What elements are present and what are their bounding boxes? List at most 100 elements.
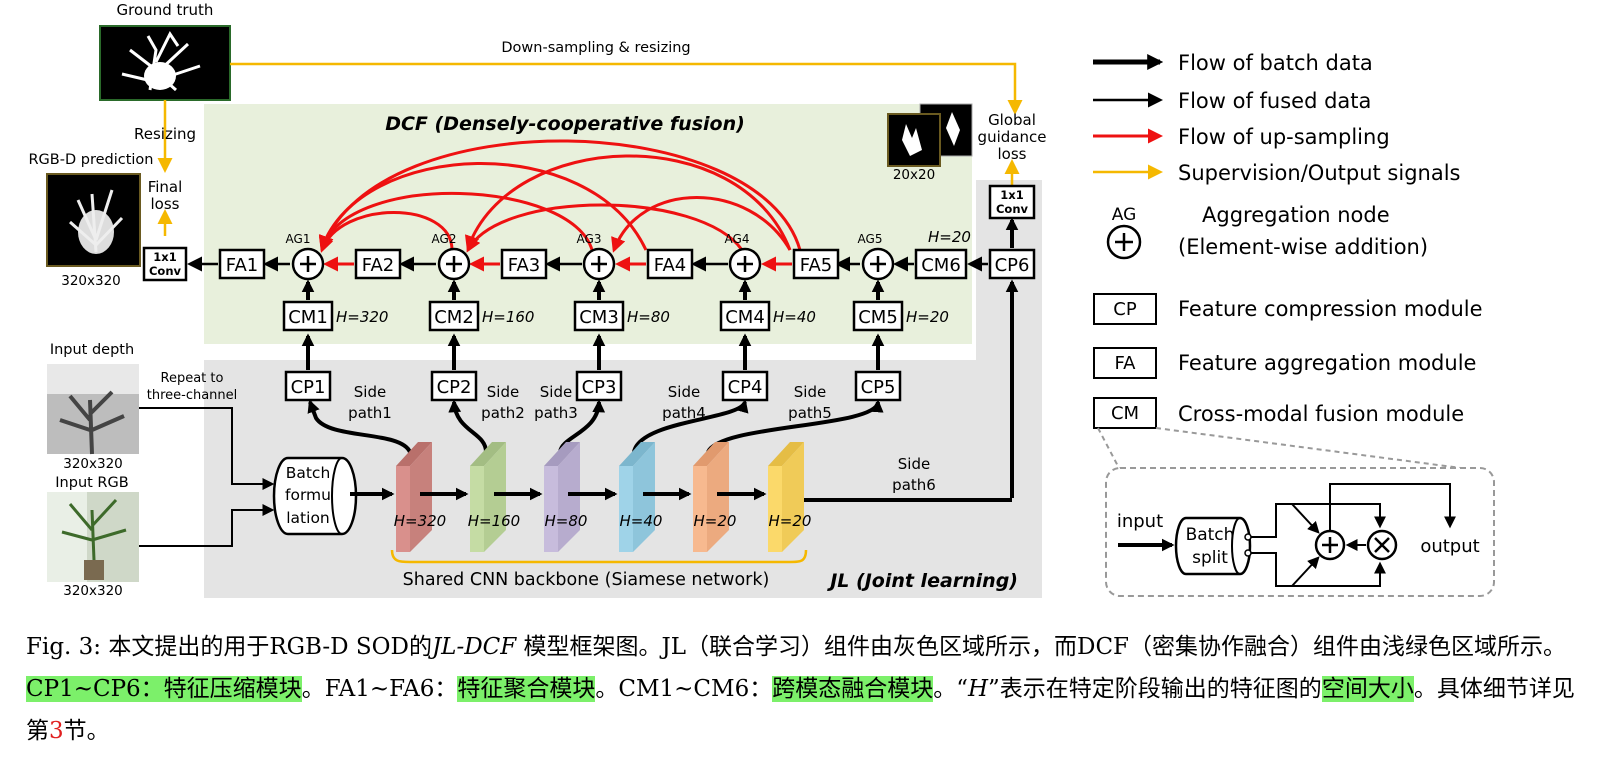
cm-module-1: CM1: [282, 300, 334, 332]
cm-size-2: H=160: [482, 308, 534, 326]
svg-text:CP6: CP6: [995, 255, 1030, 276]
legend-fa-box: [1093, 347, 1157, 379]
svg-text:CM4: CM4: [725, 307, 765, 328]
input-depth-image: [47, 364, 139, 455]
caption-part-9: 。具体细节详见第: [26, 676, 1575, 744]
caption-section-link[interactable]: 3: [49, 718, 64, 744]
svg-text:Side: Side: [668, 383, 700, 401]
svg-text:Batch: Batch: [1186, 525, 1235, 545]
backbone-block-4: [619, 442, 655, 552]
backbone-bracket: [390, 549, 808, 564]
cm-size-5: H=20: [906, 308, 949, 326]
depth-size: 320x320: [63, 456, 123, 472]
caption-highlight-cm: 跨模态融合模块: [772, 676, 934, 702]
backbone-block-1: [396, 442, 432, 552]
global-guidance-images: [887, 103, 973, 167]
cp-module-2: CP2: [430, 370, 478, 402]
vertical-flow-arrows: [301, 217, 1019, 498]
conv-box-right: 1x1 Conv: [988, 184, 1036, 220]
cm-module-6: CM6: [914, 248, 968, 280]
caption-part-1: Fig. 3: 本文提出的用于RGB-D SOD的: [26, 634, 432, 660]
svg-text:H=40: H=40: [620, 512, 663, 530]
upsampling-arrows: [318, 139, 802, 272]
figure-caption: Fig. 3: 本文提出的用于RGB-D SOD的JL-DCF 模型框架图。JL…: [26, 626, 1586, 752]
svg-text:FA1: FA1: [226, 255, 258, 276]
svg-text:CP: CP: [1113, 299, 1137, 320]
cm-size-4: H=40: [773, 308, 816, 326]
svg-text:split: split: [1192, 548, 1228, 568]
svg-text:FA: FA: [1114, 353, 1136, 374]
svg-text:path3: path3: [534, 404, 578, 422]
global-loss-label-3: loss: [998, 145, 1027, 163]
cm-detail-inset: input Batch split output: [1097, 427, 1495, 597]
caption-highlight-fa: 特征聚合模块: [457, 676, 596, 702]
cp-module-3: CP3: [575, 370, 623, 402]
ground-truth-label: Ground truth: [117, 1, 214, 19]
global-loss-label-1: Global: [988, 111, 1036, 129]
caption-part-5: 。CM1~CM6：: [595, 676, 773, 702]
svg-text:CP4: CP4: [728, 377, 763, 398]
fa-module-4: FA4: [646, 248, 694, 280]
svg-text:path4: path4: [662, 404, 706, 422]
svg-text:path6: path6: [892, 476, 936, 494]
prediction-size: 320x320: [61, 273, 121, 289]
svg-text:Side: Side: [354, 383, 386, 401]
svg-text:CM6: CM6: [921, 255, 961, 276]
svg-text:Side: Side: [540, 383, 572, 401]
dcf-title: DCF (Densely-cooperative fusion): [385, 113, 745, 135]
cm-module-4: CM4: [719, 300, 771, 332]
ag-node-2: [437, 247, 471, 281]
legend-cm-box: [1093, 397, 1157, 429]
resizing-label: Resizing: [134, 125, 196, 143]
repeat-label-1: Repeat to: [161, 371, 224, 386]
cp-module-1: CP1: [284, 370, 332, 402]
cp-module-5: CP5: [854, 370, 902, 402]
svg-text:path5: path5: [788, 404, 832, 422]
svg-text:CP2: CP2: [437, 377, 472, 398]
svg-text:CM1: CM1: [288, 307, 328, 328]
legend-aggregation-text-1: Aggregation node: [1202, 203, 1390, 227]
svg-text:1x1: 1x1: [153, 250, 176, 264]
ag-node-5: [861, 247, 895, 281]
cp-module-6: CP6: [988, 248, 1036, 280]
svg-text:path2: path2: [481, 404, 525, 422]
legend-aggregation-text-2: (Element-wise addition): [1178, 235, 1428, 259]
input-depth-label: Input depth: [50, 342, 134, 358]
svg-text:H=160: H=160: [468, 512, 520, 530]
conv-box-left: 1x1 Conv: [142, 246, 188, 282]
caption-part-3: 模型框架图。JL（联合学习）组件由灰色区域所示，而DCF（密集协作融合）组件由浅…: [516, 634, 1567, 660]
ag-node-3: [582, 247, 616, 281]
caption-highlight-size: 空间大小: [1321, 676, 1414, 702]
cm-module-5: CM5: [852, 300, 904, 332]
input-flow-arrows: [139, 407, 275, 547]
cm-detail-output: output: [1420, 536, 1479, 557]
batch-formulation-block: Batch formu lation: [272, 456, 358, 536]
svg-text:Conv: Conv: [996, 202, 1029, 216]
svg-text:CP3: CP3: [582, 377, 617, 398]
svg-text:FA2: FA2: [362, 255, 394, 276]
input-rgb-image: [47, 492, 139, 582]
caption-highlight-cp: CP1~CP6：特征压缩模块: [26, 676, 302, 702]
cm-size-3: H=80: [627, 308, 670, 326]
global-loss-label-2: guidance: [978, 128, 1047, 146]
ag-label-1: AG1: [286, 232, 311, 246]
legend-cm-text: Cross-modal fusion module: [1178, 402, 1464, 426]
cm-size-6: H=20: [928, 228, 971, 246]
cm-module-3: CM3: [573, 300, 625, 332]
ground-truth-image: [99, 25, 231, 101]
side-path-labels: Side path1 Side path2 Side path3 Side pa…: [348, 383, 936, 494]
size-20-label: 20x20: [893, 167, 935, 183]
fa-module-2: FA2: [354, 248, 402, 280]
svg-text:Side: Side: [794, 383, 826, 401]
svg-text:Batch: Batch: [286, 464, 331, 482]
legend-up-text: Flow of up-sampling: [1178, 125, 1390, 149]
final-loss-label-1: Final: [148, 178, 183, 196]
cm-detail-input: input: [1117, 511, 1163, 532]
svg-text:Side: Side: [898, 455, 930, 473]
backbone-label: Shared CNN backbone (Siamese network): [403, 570, 770, 590]
backbone-block-6: [768, 442, 804, 552]
svg-text:formu: formu: [285, 486, 331, 504]
legend-ag-label: AG: [1112, 205, 1137, 225]
backbone-block-5: [693, 442, 729, 552]
caption-part-8: ”表示在特定阶段输出的特征图的: [988, 676, 1322, 702]
